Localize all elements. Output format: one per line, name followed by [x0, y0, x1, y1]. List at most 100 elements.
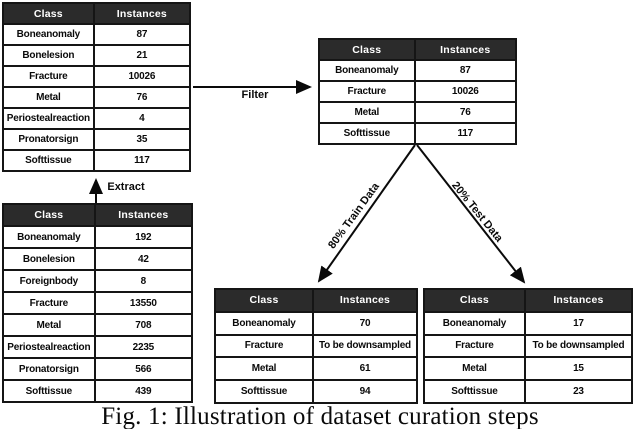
column-header-class: Class [318, 38, 416, 61]
table-header-row: Class Instances [2, 2, 192, 25]
column-header-instances: Instances [93, 203, 194, 227]
instances-cell: To be downsampled [523, 333, 634, 359]
instances-cell: 17 [523, 310, 634, 336]
class-cell: Pronatorsign [2, 128, 95, 151]
class-cell: Fracture [318, 80, 416, 103]
extract-arrow-label: Extract [107, 181, 145, 193]
class-cell: Metal [2, 313, 96, 337]
test-split-arrow [416, 144, 526, 284]
class-cell: Boneanomaly [214, 310, 314, 336]
instances-cell: 708 [93, 313, 194, 337]
class-cell: Metal [318, 101, 416, 124]
instances-cell: 2235 [93, 335, 194, 359]
instances-cell: 566 [93, 357, 194, 381]
instances-cell: 117 [413, 122, 518, 145]
column-header-instances: Instances [413, 38, 518, 61]
class-cell: Bonelesion [2, 44, 95, 67]
class-cell: Softtissue [214, 379, 314, 404]
class-cell: Fracture [2, 291, 96, 315]
class-cell: Softtissue [423, 379, 526, 404]
instances-cell: 15 [523, 356, 634, 382]
class-cell: Metal [2, 86, 95, 109]
column-header-instances: Instances [523, 288, 634, 313]
column-header-class: Class [2, 2, 95, 25]
class-cell: Boneanomaly [2, 225, 96, 249]
instances-cell: 439 [93, 379, 194, 403]
class-cell: Metal [214, 356, 314, 382]
column-header-class: Class [214, 288, 314, 313]
class-cell: Periostealreaction [2, 335, 96, 359]
instances-cell: 23 [523, 379, 634, 404]
class-cell: Softtissue [318, 122, 416, 145]
class-cell: Fracture [214, 333, 314, 359]
instances-cell: 8 [93, 269, 194, 293]
instances-cell: 42 [93, 247, 194, 271]
class-cell: Foreignbody [2, 269, 96, 293]
class-cell: Fracture [423, 333, 526, 359]
instances-cell: 13550 [93, 291, 194, 315]
class-cell: Softtissue [2, 379, 96, 403]
table-header-row: Class Instances [2, 203, 194, 227]
class-cell: Pronatorsign [2, 357, 96, 381]
instances-cell: 94 [311, 379, 419, 404]
instances-cell: 87 [92, 23, 192, 46]
instances-cell: 21 [92, 44, 192, 67]
instances-cell: 70 [311, 310, 419, 336]
table-header-row: Class Instances [318, 38, 518, 61]
table-header-row: Class Instances [423, 288, 634, 313]
instances-cell: 76 [92, 86, 192, 109]
train-split-arrow [317, 144, 416, 283]
class-cell: Boneanomaly [2, 23, 95, 46]
class-cell: Softtissue [2, 149, 95, 172]
figure-caption: Fig. 1: Illustration of dataset curation… [101, 403, 539, 429]
class-cell: Bonelesion [2, 247, 96, 271]
column-header-instances: Instances [311, 288, 419, 313]
class-cell: Boneanomaly [423, 310, 526, 336]
class-cell: Boneanomaly [318, 59, 416, 82]
filter-arrow-label: Filter [241, 89, 269, 101]
instances-cell: 10026 [92, 65, 192, 88]
column-header-class: Class [2, 203, 96, 227]
instances-cell: 87 [413, 59, 518, 82]
instances-cell: To be downsampled [311, 333, 419, 359]
instances-cell: 76 [413, 101, 518, 124]
column-header-class: Class [423, 288, 526, 313]
class-cell: Periostealreaction [2, 107, 95, 130]
instances-cell: 35 [92, 128, 192, 151]
column-header-instances: Instances [92, 2, 192, 25]
instances-cell: 192 [93, 225, 194, 249]
